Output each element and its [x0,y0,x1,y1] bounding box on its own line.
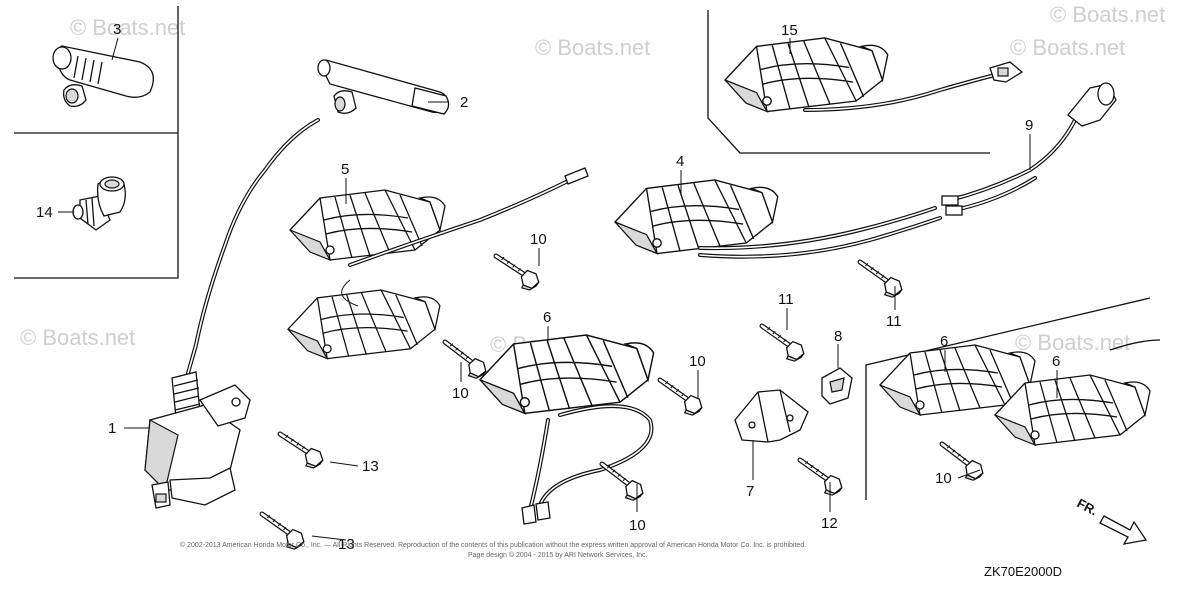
watermark: © Boats.net [20,325,135,350]
watermark: © Boats.net [70,15,185,40]
front-arrow-icon [1099,515,1148,545]
copyright-line-1: © 2002-2013 American Honda Motor Co., In… [180,541,806,549]
part-labels: 3 2 14 5 4 15 9 10 6 10 10 1 13 13 10 7 … [36,21,1060,553]
part-label-10[interactable]: 10 [629,517,646,534]
charge-coil-6-part [479,334,655,525]
leader-lines [58,37,1058,541]
part-label-8[interactable]: 8 [834,328,842,345]
elbow-connector-part [72,176,126,231]
part-label-10[interactable]: 10 [530,231,547,248]
wire-harness-part [941,82,1117,216]
charge-coil-15-part [724,37,1024,113]
part-label-6[interactable]: 6 [940,333,948,350]
charge-coil-4-part [614,179,942,259]
charge-coil-6-inset-part [879,339,1161,446]
charge-coil-part [289,167,589,267]
part-label-6[interactable]: 6 [1052,353,1060,370]
part-label-10[interactable]: 10 [689,353,706,370]
part-label-10[interactable]: 10 [452,385,469,402]
part-label-9[interactable]: 9 [1025,117,1033,134]
part-label-4[interactable]: 4 [676,153,684,170]
part-label-2[interactable]: 2 [460,94,468,111]
watermark: © Boats.net [1010,35,1125,60]
ignition-coil-part [144,118,320,509]
watermark: © Boats.net [535,35,650,60]
bracket-part [734,389,809,443]
watermark: © Boats.net [1015,330,1130,355]
part-label-15[interactable]: 15 [781,22,798,39]
part-label-11[interactable]: 11 [778,291,794,308]
inset-frame-bottom-right [865,297,1151,500]
part-label-6[interactable]: 6 [543,309,551,326]
inset-frame-top-right [707,10,990,154]
clip-part [821,367,853,405]
part-label-7[interactable]: 7 [746,483,754,500]
part-label-12[interactable]: 12 [821,515,838,532]
copyright-line-2: Page design © 2004 - 2015 by ARI Network… [468,551,648,559]
part-label-1[interactable]: 1 [108,420,116,437]
plug-cap-part [52,45,154,108]
part-label-5[interactable]: 5 [341,161,349,178]
part-label-10[interactable]: 10 [935,470,952,487]
watermark-group: © Boats.net © Boats.net © Boats.net © Bo… [20,2,1165,357]
part-label-13[interactable]: 13 [362,458,379,475]
part-label-11[interactable]: 11 [886,313,902,330]
part-label-13[interactable]: 13 [338,536,355,553]
diagram-code: ZK70E2000D [984,564,1062,579]
charge-coil-lower-part [287,279,441,360]
watermark: © Boats.net [1050,2,1165,27]
part-label-14[interactable]: 14 [36,204,53,221]
front-label: FR. [1075,495,1101,518]
inset-frame-left [14,6,179,279]
cable-boot-part [317,59,450,115]
part-label-3[interactable]: 3 [113,21,121,38]
front-direction-indicator: FR. [1075,495,1148,545]
